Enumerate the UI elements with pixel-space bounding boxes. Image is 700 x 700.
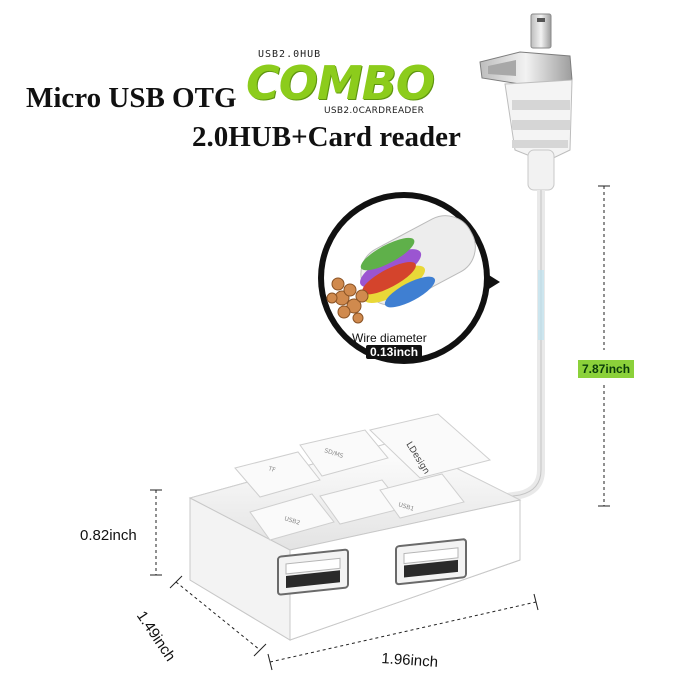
logo-caption-top: USB2.0HUB: [258, 49, 322, 60]
cable-length-dimension: [598, 185, 610, 507]
wire-diameter-value: 0.13inch: [366, 345, 423, 359]
hub-device: TF SD/MS USB1 USB2 LDesign: [188, 413, 522, 641]
cable-length-badge: 7.87inch: [578, 360, 635, 378]
slot-label: USB1: [397, 501, 415, 513]
height-dimension: [150, 489, 162, 576]
height-label: 0.82inch: [80, 527, 137, 544]
slot-label: TF: [266, 465, 276, 474]
logo-caption-bottom: USB2.0CARDREADER: [324, 106, 425, 116]
width-dimension: [267, 593, 539, 671]
usb-port: [395, 538, 467, 586]
product-title: Micro USB OTG: [26, 82, 237, 114]
micro-usb-plug: [479, 13, 573, 191]
wire-diameter-callout: [318, 192, 500, 364]
product-subtitle: 2.0HUB+Card reader: [192, 121, 461, 153]
usb-port: [277, 548, 349, 596]
cable-highlight: [538, 270, 544, 340]
card-slot-keys: [234, 413, 492, 541]
depth-dimension: [169, 575, 267, 657]
combo-logo: COMBO: [246, 56, 435, 110]
wire-diameter-label: Wire diameter: [352, 331, 427, 345]
slot-label: USB2: [283, 515, 301, 527]
cable: [499, 190, 545, 502]
